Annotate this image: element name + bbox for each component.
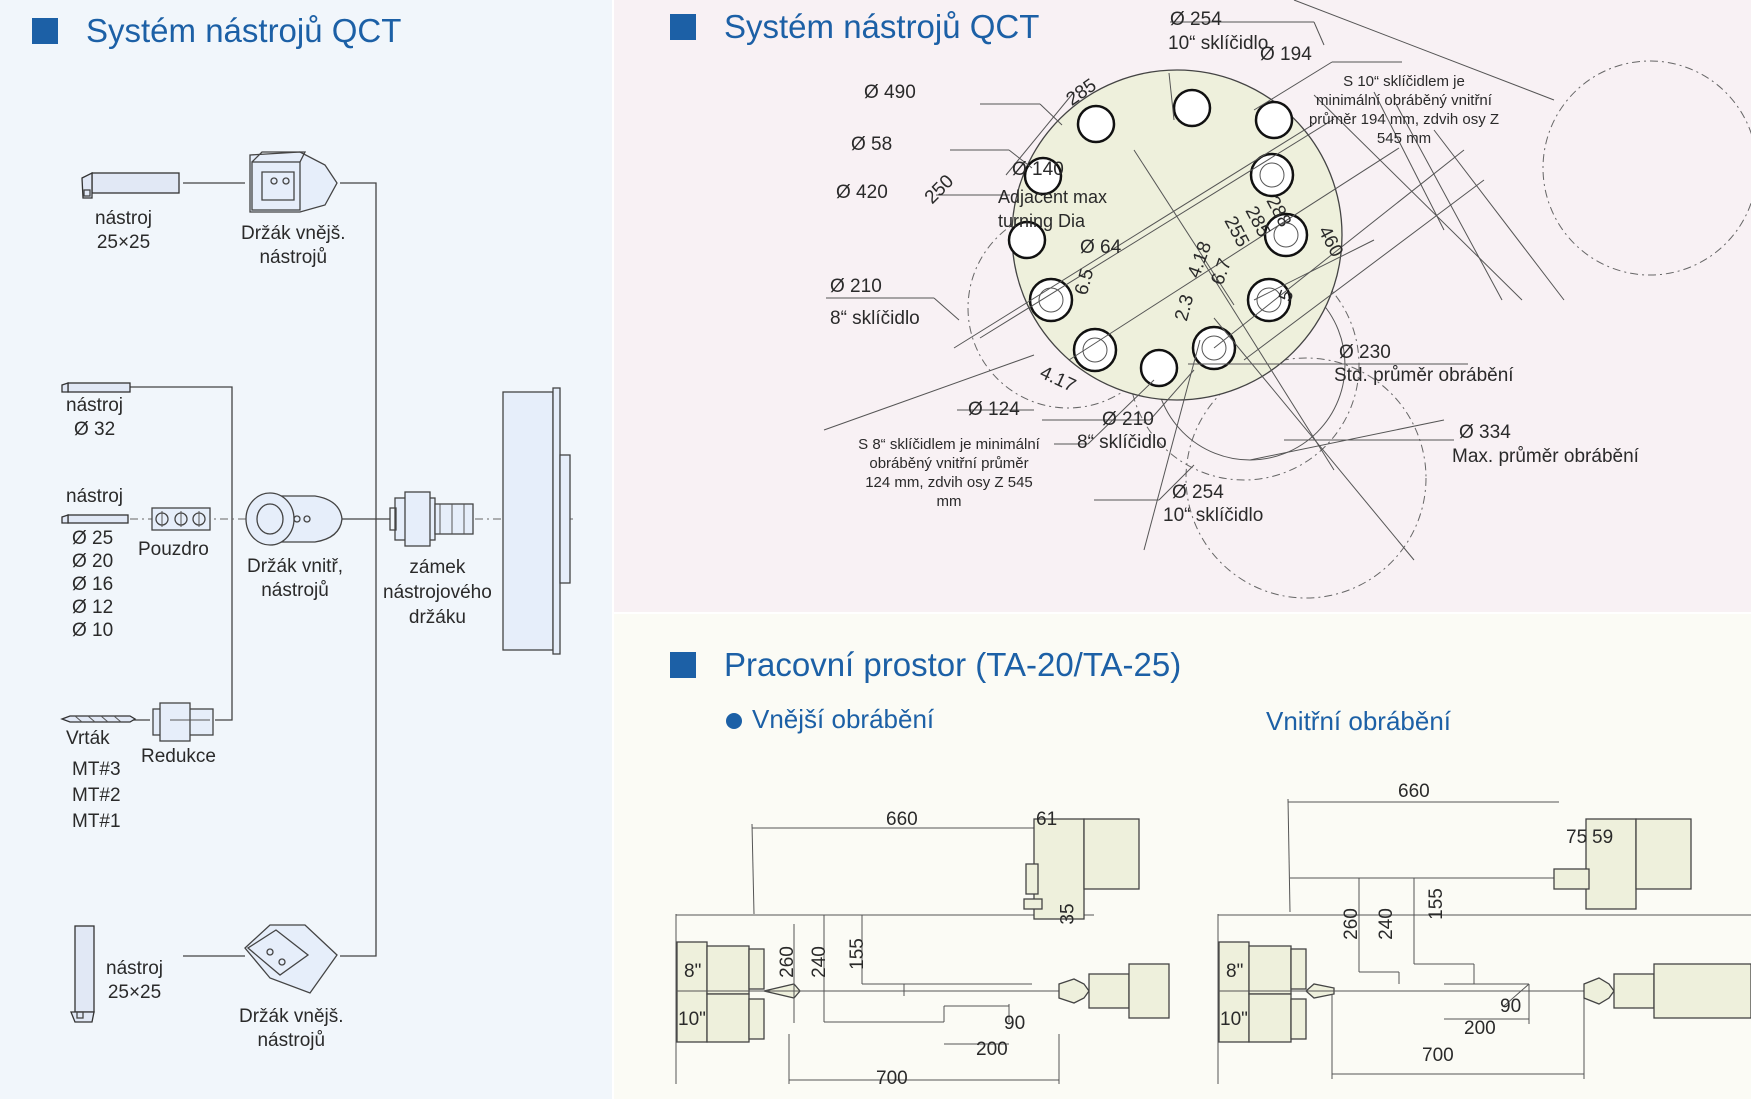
inner-dim-59: 59: [1592, 827, 1614, 848]
dimension-lines: [823, 0, 1565, 561]
outer-dim-90: 90: [1004, 1013, 1026, 1034]
label-sleeve: Pouzdro: [138, 539, 209, 560]
drill-tool-icon: [61, 514, 129, 524]
label-outer-holder-bottom: Držák vnějš.nástrojů: [239, 1006, 344, 1051]
turret-plate-icon: [502, 387, 571, 655]
inner-chuck-8: 8": [1226, 961, 1244, 982]
turning-tool-top-icon: [81, 171, 180, 199]
outer-dim-155: 155: [846, 938, 868, 970]
dim-chuck10-bot: 10“ sklíčidlo: [1163, 505, 1264, 526]
boring-bar-icon: [61, 382, 131, 393]
inner-dim-90: 90: [1500, 996, 1522, 1017]
tool-lock-icon: [389, 491, 474, 547]
dim-d210b: Ø 210: [1102, 409, 1154, 430]
dim-d230: Ø 230: [1339, 342, 1391, 363]
bottom-panel: Pracovní prostor (TA-20/TA-25) Vnější ob…: [614, 614, 1751, 1099]
label-outer-holder-top: Držák vnějš.nástrojů: [241, 223, 346, 268]
dim-d210a: Ø 210: [830, 276, 882, 297]
turret-holes: [1007, 88, 1309, 388]
title-square-icon: [670, 14, 696, 40]
dim-d334: Ø 334: [1459, 422, 1511, 443]
inner-holder-icon: [245, 492, 343, 546]
sleeve-icon: [151, 507, 211, 531]
outer-machining-diagram: [675, 818, 1170, 1084]
outer-dim-700: 700: [876, 1068, 908, 1089]
dim-d64: Ø 64: [1080, 237, 1122, 258]
inner-dim-700: 700: [1422, 1045, 1454, 1066]
inner-dim-75: 75: [1566, 827, 1588, 848]
outer-holder-top-icon: [249, 151, 338, 213]
bottom-panel-title: Pracovní prostor (TA-20/TA-25): [670, 646, 1181, 684]
inner-dim-260: 260: [1340, 908, 1362, 940]
turret-diagram: [823, 0, 1751, 599]
label-inner-holder: Držák vnitř,nástrojů: [247, 556, 344, 601]
label-reducer: Redukce: [141, 746, 216, 767]
dim-d254-top: Ø 254: [1170, 9, 1222, 30]
inner-dim-240: 240: [1375, 908, 1397, 940]
inner-machining-diagram: [1217, 798, 1751, 1084]
label-drill: Vrták: [66, 728, 110, 749]
outer-chuck-10: 10": [678, 1009, 706, 1030]
dim-d194: Ø 194: [1260, 44, 1312, 65]
outer-dim-260: 260: [776, 946, 798, 978]
inner-chuck-10: 10": [1220, 1009, 1248, 1030]
inner-dim-200: 200: [1464, 1018, 1496, 1039]
dim-std: Std. průměr obrábění: [1334, 365, 1514, 386]
outer-dim-660: 660: [886, 809, 918, 830]
outer-dim-200: 200: [976, 1039, 1008, 1060]
subtitle-outer: Vnější obrábění: [726, 704, 934, 735]
turning-tool-bottom-icon: [70, 925, 95, 1023]
subtitle-inner: Vnitřní obrábění: [1266, 706, 1452, 736]
qct-tool-diagram: [60, 151, 575, 1023]
bullet-icon: [726, 713, 742, 730]
inner-dim-155: 155: [1425, 888, 1447, 920]
right-panel: Systém nástrojů QCT: [614, 0, 1751, 612]
outer-chuck-8: 8": [684, 961, 702, 982]
dim-max: Max. průměr obrábění: [1452, 446, 1639, 467]
outer-holder-bottom-icon: [244, 924, 338, 994]
outer-dim-240: 240: [808, 946, 830, 978]
dim-d124: Ø 124: [968, 399, 1020, 420]
left-panel-title: Systém nástrojů QCT: [32, 12, 401, 50]
dim-d490: Ø 490: [864, 82, 916, 103]
label-drill-tool: nástroj: [66, 486, 124, 507]
twist-drill-icon: [60, 715, 137, 723]
dim-d140: Ø 140: [1012, 159, 1064, 180]
dim-chuck8b: 8“ sklíčidlo: [1077, 432, 1167, 453]
dim-d420: Ø 420: [836, 182, 888, 203]
left-panel: Systém nástrojů QCT: [0, 0, 612, 1099]
dim-chuck10-top: 10“ sklíčidlo: [1168, 33, 1269, 54]
right-panel-title: Systém nástrojů QCT: [670, 8, 1039, 46]
title-square-icon: [32, 18, 58, 44]
dim-d58: Ø 58: [851, 134, 893, 155]
inner-dim-660: 660: [1398, 781, 1430, 802]
dim-d254-bot: Ø 254: [1172, 482, 1224, 503]
title-square-icon: [670, 652, 696, 678]
dim-chuck8a: 8“ sklíčidlo: [830, 308, 920, 329]
outer-dim-35: 35: [1057, 903, 1079, 925]
reducer-icon: [152, 702, 214, 742]
outer-dim-61: 61: [1036, 809, 1058, 830]
